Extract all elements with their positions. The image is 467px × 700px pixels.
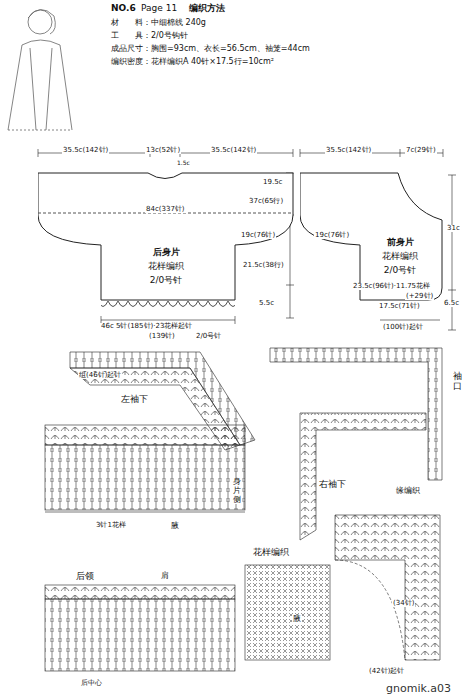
dimension-label: 缘编织 (395, 487, 421, 495)
dimension-label: (+29针) (405, 293, 434, 300)
header-text: 材 料：中细棉线 240g (110, 19, 207, 27)
dimension-label: 84c(337针) (145, 206, 186, 213)
dimension-label: 组(46针)起针 (78, 372, 122, 379)
piece-note: 2/0号针 (150, 276, 182, 286)
garment-piece: 前身片花样编织 2/0号针 (300, 170, 445, 312)
piece-note: 2/0号针 (384, 266, 416, 276)
piece-note: 花样编织 (148, 262, 184, 272)
garment-piece: 后身片花样编织 2/0号针 (38, 170, 295, 312)
dimension-label: 31c (446, 225, 461, 232)
dimension-label: 腋 (170, 522, 180, 530)
header-text: Page 11 (140, 4, 178, 13)
dimension-label: 左袖下 (120, 395, 149, 404)
dimension-label: 46c 5针(185针)·23花样起针 (100, 323, 193, 330)
header-text: 编织密度：花样编织A 40针×17.5行=10cm² (110, 58, 275, 66)
header-text: NO.6 (110, 4, 137, 13)
piece-name: 前身片 (387, 238, 414, 248)
dimension-label: 19.5c (262, 179, 283, 186)
dimension-label: 7c(29针) (405, 147, 437, 154)
dimension-label: 19c(76针) (240, 232, 276, 239)
dimension-label: 35.5c(142针) (62, 147, 109, 154)
header-text: 工 具：2/0号钩针 (110, 32, 189, 40)
dimension-label: 21.5c(38行) (242, 262, 285, 269)
watermark: gnomik.a03 (385, 683, 452, 695)
dimension-label: 35.5c(142针) (325, 147, 372, 154)
dimension-label: 13c(52针) (145, 147, 181, 154)
dimension-label: 袖口 (452, 372, 463, 392)
header-text: 成品尺寸：胸围=93cm、衣长=56.5cm、袖笼=44cm (110, 45, 311, 53)
dimension-label: 后中心 (80, 680, 103, 687)
piece-outline (38, 170, 295, 312)
dimension-label: 1.5c (176, 160, 191, 166)
dimension-label: 2/0号针 (195, 333, 222, 340)
dimension-label: 19c(76针) (314, 232, 350, 239)
dimension-label: 肩 (160, 572, 170, 580)
dimension-label: 5.5c (258, 300, 275, 307)
model-photo (8, 9, 72, 130)
piece-note: 花样编织 (382, 252, 418, 262)
dimension-label: (139针) (148, 333, 176, 340)
dimension-label: 23.5c(96针)·11.75花样 (352, 283, 431, 290)
dimension-lines (38, 149, 456, 330)
dimension-label: 17.5c(71针) (378, 303, 421, 310)
dimension-label: 右袖下 (318, 480, 347, 489)
dimension-label: 6.5c (443, 300, 460, 307)
dimension-label: 后领 (75, 572, 95, 581)
dimension-label: 花样编织 (252, 548, 290, 557)
dimension-label: 3针1花样 (95, 522, 127, 529)
dimension-label: 身片侧 (232, 478, 242, 504)
stitch-charts (45, 348, 442, 671)
dimension-label: 腋 (292, 615, 302, 623)
dimension-label: 37c(65行) (248, 198, 284, 205)
dimension-label: 35.5c(142针) (210, 147, 257, 154)
piece-outline (300, 170, 445, 312)
piece-name: 后身片 (153, 248, 180, 258)
dimension-label: (42针)起针 (368, 668, 405, 675)
dimension-label: (34针) (392, 600, 415, 607)
page-title: 编织方法 (188, 4, 226, 13)
dimension-label: (100针)起针 (382, 324, 424, 331)
